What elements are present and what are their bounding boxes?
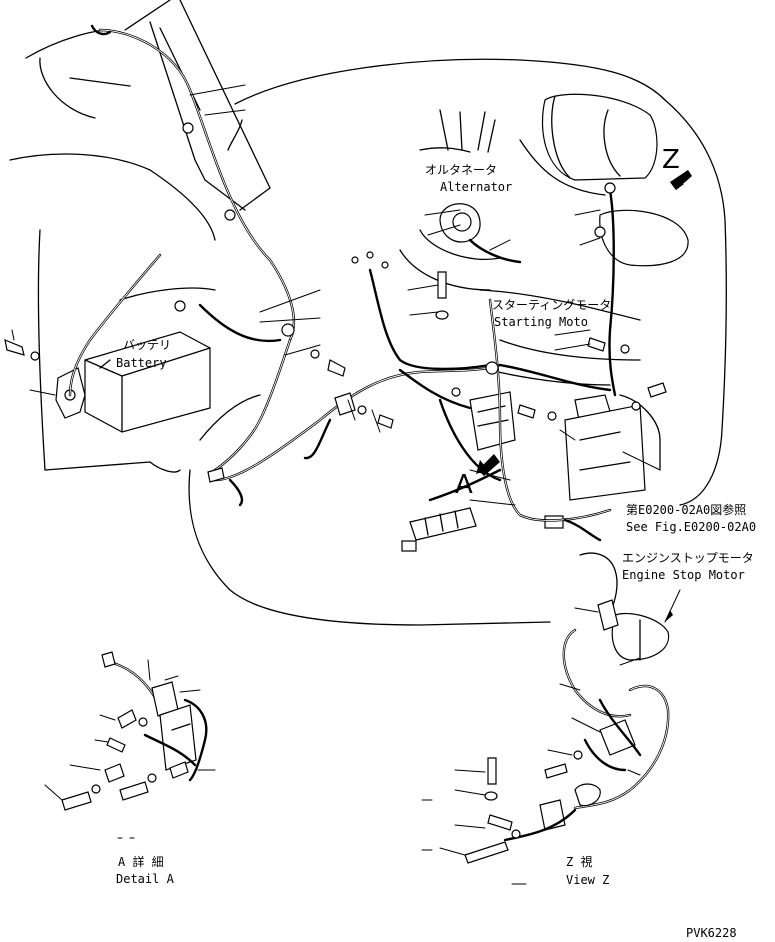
- starting-motor: [519, 93, 689, 267]
- detail-a-title-en: Detail A: [116, 872, 175, 886]
- relay-box: [401, 391, 564, 552]
- battery-label-en: Battery: [116, 356, 167, 370]
- leader-lines: [189, 84, 661, 506]
- view-z-title-jp: Z 視: [566, 854, 592, 869]
- main-harness: [68, 24, 617, 542]
- view-z-drawing: [421, 552, 670, 885]
- detail-a-title-jp: A 詳 細: [118, 854, 164, 869]
- alternator-label-en: Alternator: [440, 180, 512, 194]
- starting-motor-label-en: Starting Moto: [494, 315, 588, 329]
- detail-a-arrow: [476, 454, 500, 476]
- alternator: [399, 109, 501, 291]
- drawing-code: PVK6228: [686, 926, 737, 940]
- starting-motor-label-jp: スターティングモータ: [492, 298, 611, 312]
- view-z-arrow: [670, 170, 692, 190]
- guard-frame: [124, 0, 271, 211]
- engine-stop-motor-label-en: Engine Stop Motor: [622, 568, 745, 582]
- view-z-title-en: View Z: [566, 873, 609, 887]
- detail-a-drawing: [44, 651, 216, 839]
- alternator-label-jp: オルタネータ: [425, 163, 497, 177]
- stop-motor-arrowhead: [665, 610, 673, 622]
- battery-label-jp: バッテリ: [123, 338, 171, 352]
- engine-stop-motor-label-jp: エンジンストップモータ: [622, 551, 754, 565]
- battery: [84, 331, 211, 433]
- view-z-marker: Z: [662, 145, 680, 175]
- see-fig-label-en: See Fig.E0200-02A0: [626, 520, 756, 534]
- see-fig-label-jp: 第E0200-02A0図参照: [626, 502, 746, 517]
- clamps-and-bolts: [174, 122, 667, 483]
- detail-a-marker: A: [455, 470, 473, 500]
- machine-body-outline: [9, 29, 727, 626]
